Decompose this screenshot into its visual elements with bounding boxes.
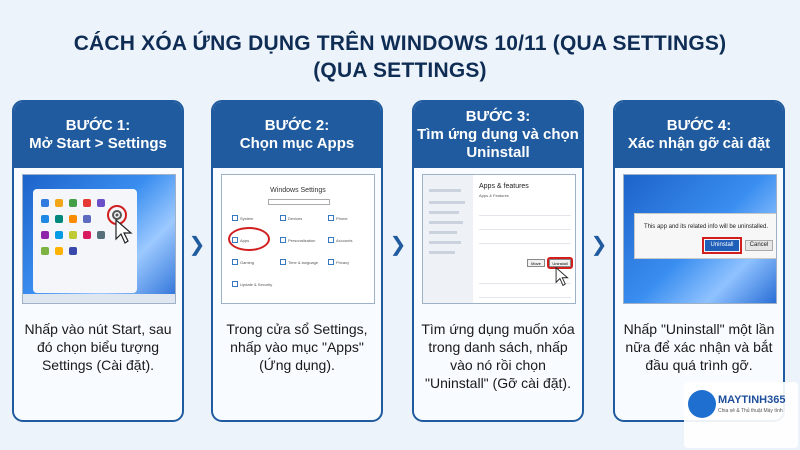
phone-icon	[328, 215, 334, 221]
personalization-icon	[280, 237, 286, 243]
step-description: Nhấp "Uninstall" một lần nữa để xác nhận…	[623, 321, 775, 373]
step-description: Trong cửa sổ Settings, nhấp vào mục "App…	[226, 321, 368, 373]
system-icon	[232, 215, 238, 221]
step-description: Nhấp vào nút Start, sau đó chọn biểu tượ…	[24, 321, 172, 373]
apps-highlight	[228, 227, 270, 251]
step-header-3: BƯỚC 3: Tìm ứng dụng và chọn Uninstall	[414, 102, 582, 168]
settings-item-accounts[interactable]: Accounts	[336, 238, 353, 243]
list-item[interactable]	[479, 219, 571, 230]
list-item[interactable]	[479, 273, 571, 284]
uninstall-highlight	[547, 257, 573, 269]
dialog-message: This app and its related info will be un…	[643, 224, 769, 230]
step-header-2: BƯỚC 2: Chọn mục Apps	[213, 102, 381, 168]
list-item[interactable]	[479, 233, 571, 244]
settings-item-update[interactable]: Update & Security	[240, 282, 273, 287]
screenshot-start-menu	[22, 174, 176, 304]
step-card-2: BƯỚC 2: Chọn mục Apps Windows Settings S…	[211, 100, 383, 422]
step-heading: Mở Start > Settings	[29, 135, 167, 152]
settings-item-personalization[interactable]: Personalization	[288, 238, 316, 243]
step-heading: Xác nhận gỡ cài đặt	[627, 135, 771, 152]
step-header-1: BƯỚC 1: Mở Start > Settings	[14, 102, 182, 168]
chevron-right-icon: ❯	[188, 234, 206, 256]
settings-item-system[interactable]: System	[240, 216, 254, 221]
devices-icon	[280, 215, 286, 221]
step-header-4: BƯỚC 4: Xác nhận gỡ cài đặt	[615, 102, 783, 168]
settings-search-input[interactable]	[268, 199, 330, 205]
uninstall-dialog: This app and its related info will be un…	[634, 213, 776, 259]
apps-features-title: Apps & features	[479, 183, 529, 190]
update-icon	[232, 281, 238, 287]
settings-item-time-language[interactable]: Time & language	[288, 260, 319, 265]
step-card-3: BƯỚC 3: Tìm ứng dụng và chọn Uninstall A…	[412, 100, 584, 422]
step-heading: Tìm ứng dụng và chọn Uninstall	[417, 126, 579, 161]
apps-features-subtitle: Apps & Features	[479, 193, 509, 198]
logo-tagline: Chia sẻ & Thủ thuật Máy tính	[718, 408, 783, 414]
list-item[interactable]	[479, 205, 571, 216]
taskbar	[23, 294, 175, 303]
step-card-1: BƯỚC 1: Mở Start > Settings	[12, 100, 184, 422]
confirm-uninstall-button[interactable]: Uninstall	[705, 240, 739, 251]
settings-window-title: Windows Settings	[270, 187, 326, 194]
time-language-icon	[280, 259, 286, 265]
step-description: Tìm ứng dụng muốn xóa trong danh sách, n…	[421, 321, 575, 391]
chevron-right-icon: ❯	[590, 234, 608, 256]
settings-item-phone[interactable]: Phone	[336, 216, 348, 221]
brand-logo: MAYTINH365 Chia sẻ & Thủ thuật Máy tính	[684, 382, 798, 448]
screenshot-confirm-dialog: This app and its related info will be un…	[623, 174, 777, 304]
step-number: BƯỚC 1:	[65, 117, 131, 134]
page-title: CÁCH XÓA ỨNG DỤNG TRÊN WINDOWS 10/11 (QU…	[0, 30, 800, 84]
page-title-line-1: CÁCH XÓA ỨNG DỤNG TRÊN WINDOWS 10/11 (QU…	[73, 32, 727, 55]
step-number: BƯỚC 3:	[465, 108, 531, 125]
cursor-icon	[115, 219, 133, 244]
page-title-line-2: (QUA SETTINGS)	[313, 59, 487, 82]
screenshot-apps-features: Apps & features Apps & Features Move Uni…	[422, 174, 576, 304]
logo-name: MAYTINH365	[718, 394, 786, 406]
logo-icon	[688, 390, 716, 418]
uninstall-button[interactable]: Uninstall	[549, 259, 571, 267]
step-number: BƯỚC 4:	[666, 117, 732, 134]
step-heading: Chọn mục Apps	[239, 135, 355, 152]
gaming-icon	[232, 259, 238, 265]
settings-item-gaming[interactable]: Gaming	[240, 260, 255, 265]
cancel-button[interactable]: Cancel	[745, 240, 773, 251]
uninstall-highlight	[702, 237, 742, 254]
move-button[interactable]: Move	[527, 259, 545, 267]
settings-sidebar	[423, 175, 473, 303]
cursor-icon	[555, 267, 569, 287]
settings-item-privacy[interactable]: Privacy	[336, 260, 350, 265]
accounts-icon	[328, 237, 334, 243]
screenshot-windows-settings: Windows Settings System Devices Phone Ap…	[221, 174, 375, 304]
step-card-4: BƯỚC 4: Xác nhận gỡ cài đặt This app and…	[613, 100, 785, 422]
step-number: BƯỚC 2:	[264, 117, 330, 134]
gear-icon	[112, 210, 122, 220]
privacy-icon	[328, 259, 334, 265]
settings-item-devices[interactable]: Devices	[288, 216, 303, 221]
list-item[interactable]	[479, 287, 571, 298]
chevron-right-icon: ❯	[389, 234, 407, 256]
